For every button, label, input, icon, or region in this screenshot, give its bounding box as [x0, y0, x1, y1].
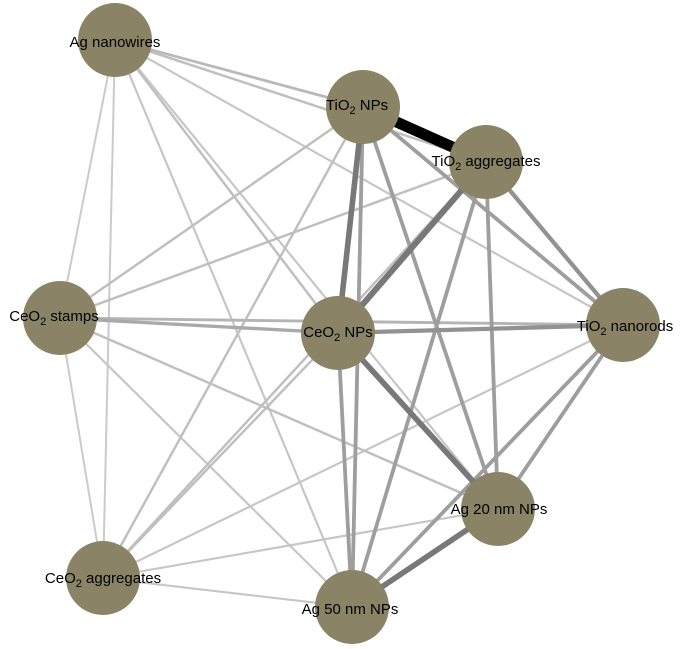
node-circle-ceo2_nps — [301, 296, 375, 370]
node-label-ceo2_nps: CeO2 NPs — [303, 324, 372, 344]
edge-ag_nanowires-ag_20nm_nps — [114, 39, 499, 510]
node-ag_nanowires: Ag nanowires — [70, 3, 161, 77]
node-circle-ag_nanowires — [78, 3, 152, 77]
edge-ceo2_stamps-tio2_aggregates — [59, 160, 487, 320]
edge-ceo2_nps-tio2_nanorods — [337, 322, 624, 336]
edge-ag_nanowires-ceo2_aggregates — [102, 39, 116, 579]
edge-ceo2_stamps-tio2_nps — [59, 105, 364, 320]
node-label-ag_20nm_nps: Ag 20 nm NPs — [451, 501, 548, 518]
node-tio2_aggregates: TiO2 aggregates — [432, 125, 541, 199]
edge-ceo2_aggregates-tio2_nps — [101, 106, 365, 579]
edge-ag_nanowires-ceo2_stamps — [59, 39, 116, 319]
node-circle-tio2_nps — [326, 70, 400, 144]
edge-ceo2_aggregates-ag_50nm_nps — [102, 576, 353, 609]
edge-ceo2_stamps-ag_50nm_nps — [59, 317, 353, 608]
edge-ag_nanowires-tio2_nanorods — [114, 39, 624, 326]
edge-tio2_nps-ceo2_nps — [335, 106, 366, 334]
node-circle-tio2_nanorods — [586, 288, 660, 362]
edge-ag_nanowires-ceo2_nps — [114, 39, 339, 334]
edge-tio2_aggregates-ceo2_nps — [335, 160, 489, 335]
edge-ag_nanowires-ag_50nm_nps — [113, 39, 354, 608]
node-circle-ceo2_aggregates — [66, 541, 140, 615]
node-ag_50nm_nps: Ag 50 nm NPs — [302, 570, 399, 644]
edge-ceo2_nps-ag_50nm_nps — [336, 332, 354, 608]
edge-ceo2_stamps-ceo2_aggregates — [59, 317, 104, 579]
node-label-ceo2_stamps: CeO2 stamps — [9, 308, 98, 328]
node-circle-ag_50nm_nps — [315, 570, 389, 644]
edge-ceo2_nps-ag_20nm_nps — [335, 331, 501, 511]
edge-ceo2_aggregates-tio2_nanorods — [102, 324, 624, 579]
edge-ceo2_stamps-ceo2_nps — [59, 316, 339, 335]
node-circle-ceo2_stamps — [23, 281, 97, 355]
node-ceo2_stamps: CeO2 stamps — [9, 281, 99, 355]
edge-tio2_aggregates-ag_50nm_nps — [350, 161, 488, 608]
node-circle-ag_20nm_nps — [461, 472, 535, 546]
edge-tio2_aggregates-ag_20nm_nps — [484, 161, 500, 510]
edge-ceo2_aggregates-ceo2_nps — [102, 332, 339, 579]
edge-ceo2_stamps-ag_20nm_nps — [59, 316, 499, 511]
node-tio2_nanorods: TiO2 nanorods — [577, 288, 673, 362]
node-ceo2_nps: CeO2 NPs — [301, 296, 375, 370]
edge-tio2_nps-tio2_nanorods — [361, 105, 625, 327]
node-label-tio2_nanorods: TiO2 nanorods — [577, 318, 673, 338]
node-ceo2_aggregates: CeO2 aggregates — [45, 541, 161, 615]
node-label-tio2_aggregates: TiO2 aggregates — [432, 153, 541, 173]
node-label-ag_50nm_nps: Ag 50 nm NPs — [302, 601, 399, 618]
node-ag_20nm_nps: Ag 20 nm NPs — [451, 472, 548, 546]
edge-tio2_nps-ag_20nm_nps — [361, 106, 500, 510]
edge-ag_nanowires-tio2_aggregates — [114, 38, 487, 164]
edge-tio2_nanorods-ag_50nm_nps — [350, 323, 625, 609]
node-label-ag_nanowires: Ag nanowires — [70, 34, 161, 51]
node-circle-tio2_aggregates — [449, 125, 523, 199]
node-tio2_nps: TiO2 NPs — [326, 70, 400, 144]
node-label-tio2_nps: TiO2 NPs — [326, 97, 388, 117]
edge-ceo2_aggregates-ag_20nm_nps — [102, 507, 499, 580]
edge-tio2_nanorods-ag_20nm_nps — [496, 323, 625, 511]
edge-ag_nanowires-tio2_nps — [114, 38, 364, 109]
node-label-ceo2_aggregates: CeO2 aggregates — [45, 570, 161, 590]
